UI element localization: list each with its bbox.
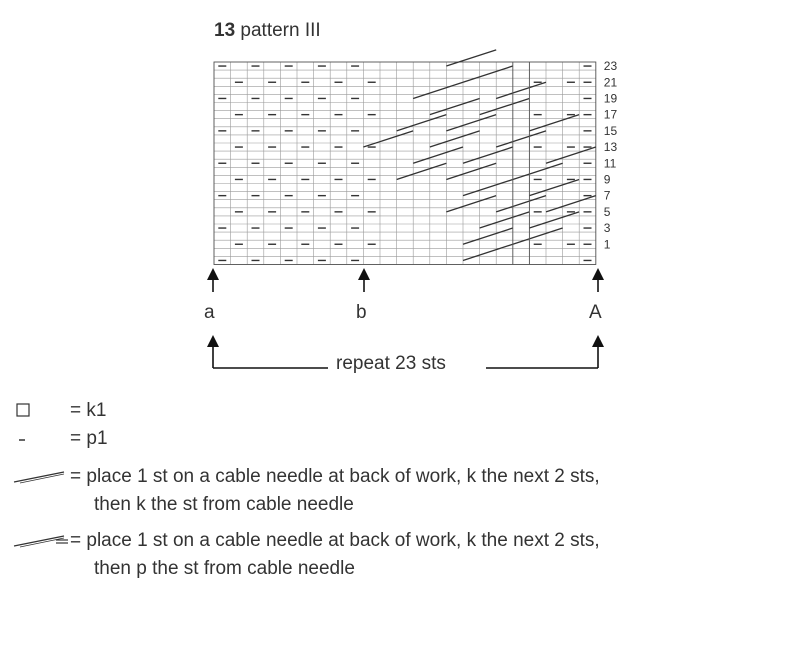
purl-dash-icon xyxy=(19,439,25,441)
row-number-label: 3 xyxy=(604,221,611,235)
cable-stroke xyxy=(412,146,464,164)
chart-title-text: pattern III xyxy=(240,20,321,41)
cable-stroke xyxy=(545,146,597,164)
legend-k1-text: = k1 xyxy=(70,400,107,421)
cable-stroke xyxy=(479,97,530,116)
cable-stroke xyxy=(462,65,514,83)
cable-stroke xyxy=(495,81,547,100)
cable-stroke xyxy=(446,195,497,213)
legend-p1-text: = p1 xyxy=(70,428,108,449)
cable-stroke xyxy=(446,49,497,67)
row-number-label: 15 xyxy=(604,124,618,138)
cable-stroke xyxy=(446,162,497,181)
row-number-label: 21 xyxy=(604,75,618,89)
cable-stroke xyxy=(462,178,514,197)
cable-stroke xyxy=(446,114,497,132)
legend-cable-purl-line2: then p the st from cable needle xyxy=(94,558,355,579)
repeat-left-arrowhead xyxy=(207,335,219,347)
cable-stroke xyxy=(512,162,563,181)
row-number-label: 7 xyxy=(604,189,611,203)
cable-stroke xyxy=(412,81,464,100)
cable-stroke xyxy=(479,211,530,229)
chart-number: 13 xyxy=(214,20,236,41)
legend-cable-purl-line1: = place 1 st on a cable needle at back o… xyxy=(70,530,600,551)
cable-stroke xyxy=(429,97,480,116)
cable-stroke xyxy=(512,227,563,245)
legend-cable-knit-line2: then k the st from cable needle xyxy=(94,494,354,515)
row-number-label: 9 xyxy=(604,172,611,186)
marker-a-label: a xyxy=(204,302,215,323)
row-number-label: 11 xyxy=(604,156,617,170)
cable-stroke xyxy=(529,211,580,229)
cable-stroke xyxy=(429,130,480,148)
row-number-label: 19 xyxy=(604,91,618,105)
row-number-label: 13 xyxy=(604,140,618,154)
row-number-label: 23 xyxy=(604,59,618,73)
cable-stroke xyxy=(462,243,514,262)
row-number-label: 5 xyxy=(604,205,611,219)
cable-stroke xyxy=(363,130,414,148)
cable-stroke xyxy=(462,227,514,245)
cable-stroke xyxy=(529,178,580,197)
knit-square-icon xyxy=(16,403,30,417)
cable-stroke xyxy=(396,162,447,181)
cable-knit-icon xyxy=(13,471,65,484)
cable-stroke xyxy=(396,114,447,132)
marker-A-label: A xyxy=(589,302,602,323)
cable-stroke xyxy=(545,195,597,213)
chart-title: 13 pattern III xyxy=(214,20,321,42)
cable-purl-icon xyxy=(13,535,68,548)
marker-A-arrow-head xyxy=(592,268,604,280)
legend-cable-knit-line1: = place 1 st on a cable needle at back o… xyxy=(70,466,600,487)
cable-stroke xyxy=(495,195,547,213)
repeat-right-arrowhead xyxy=(592,335,604,347)
cable-stroke xyxy=(529,114,580,132)
marker-a-arrow-head xyxy=(207,268,219,280)
marker-b-label: b xyxy=(356,302,367,323)
row-number-label: 17 xyxy=(604,108,618,122)
repeat-label: repeat 23 sts xyxy=(332,353,450,375)
cable-stroke xyxy=(462,146,514,164)
cable-stroke xyxy=(495,130,547,148)
marker-b-arrow-head xyxy=(358,268,370,280)
chart-border xyxy=(213,61,597,265)
row-number-label: 1 xyxy=(604,237,611,251)
